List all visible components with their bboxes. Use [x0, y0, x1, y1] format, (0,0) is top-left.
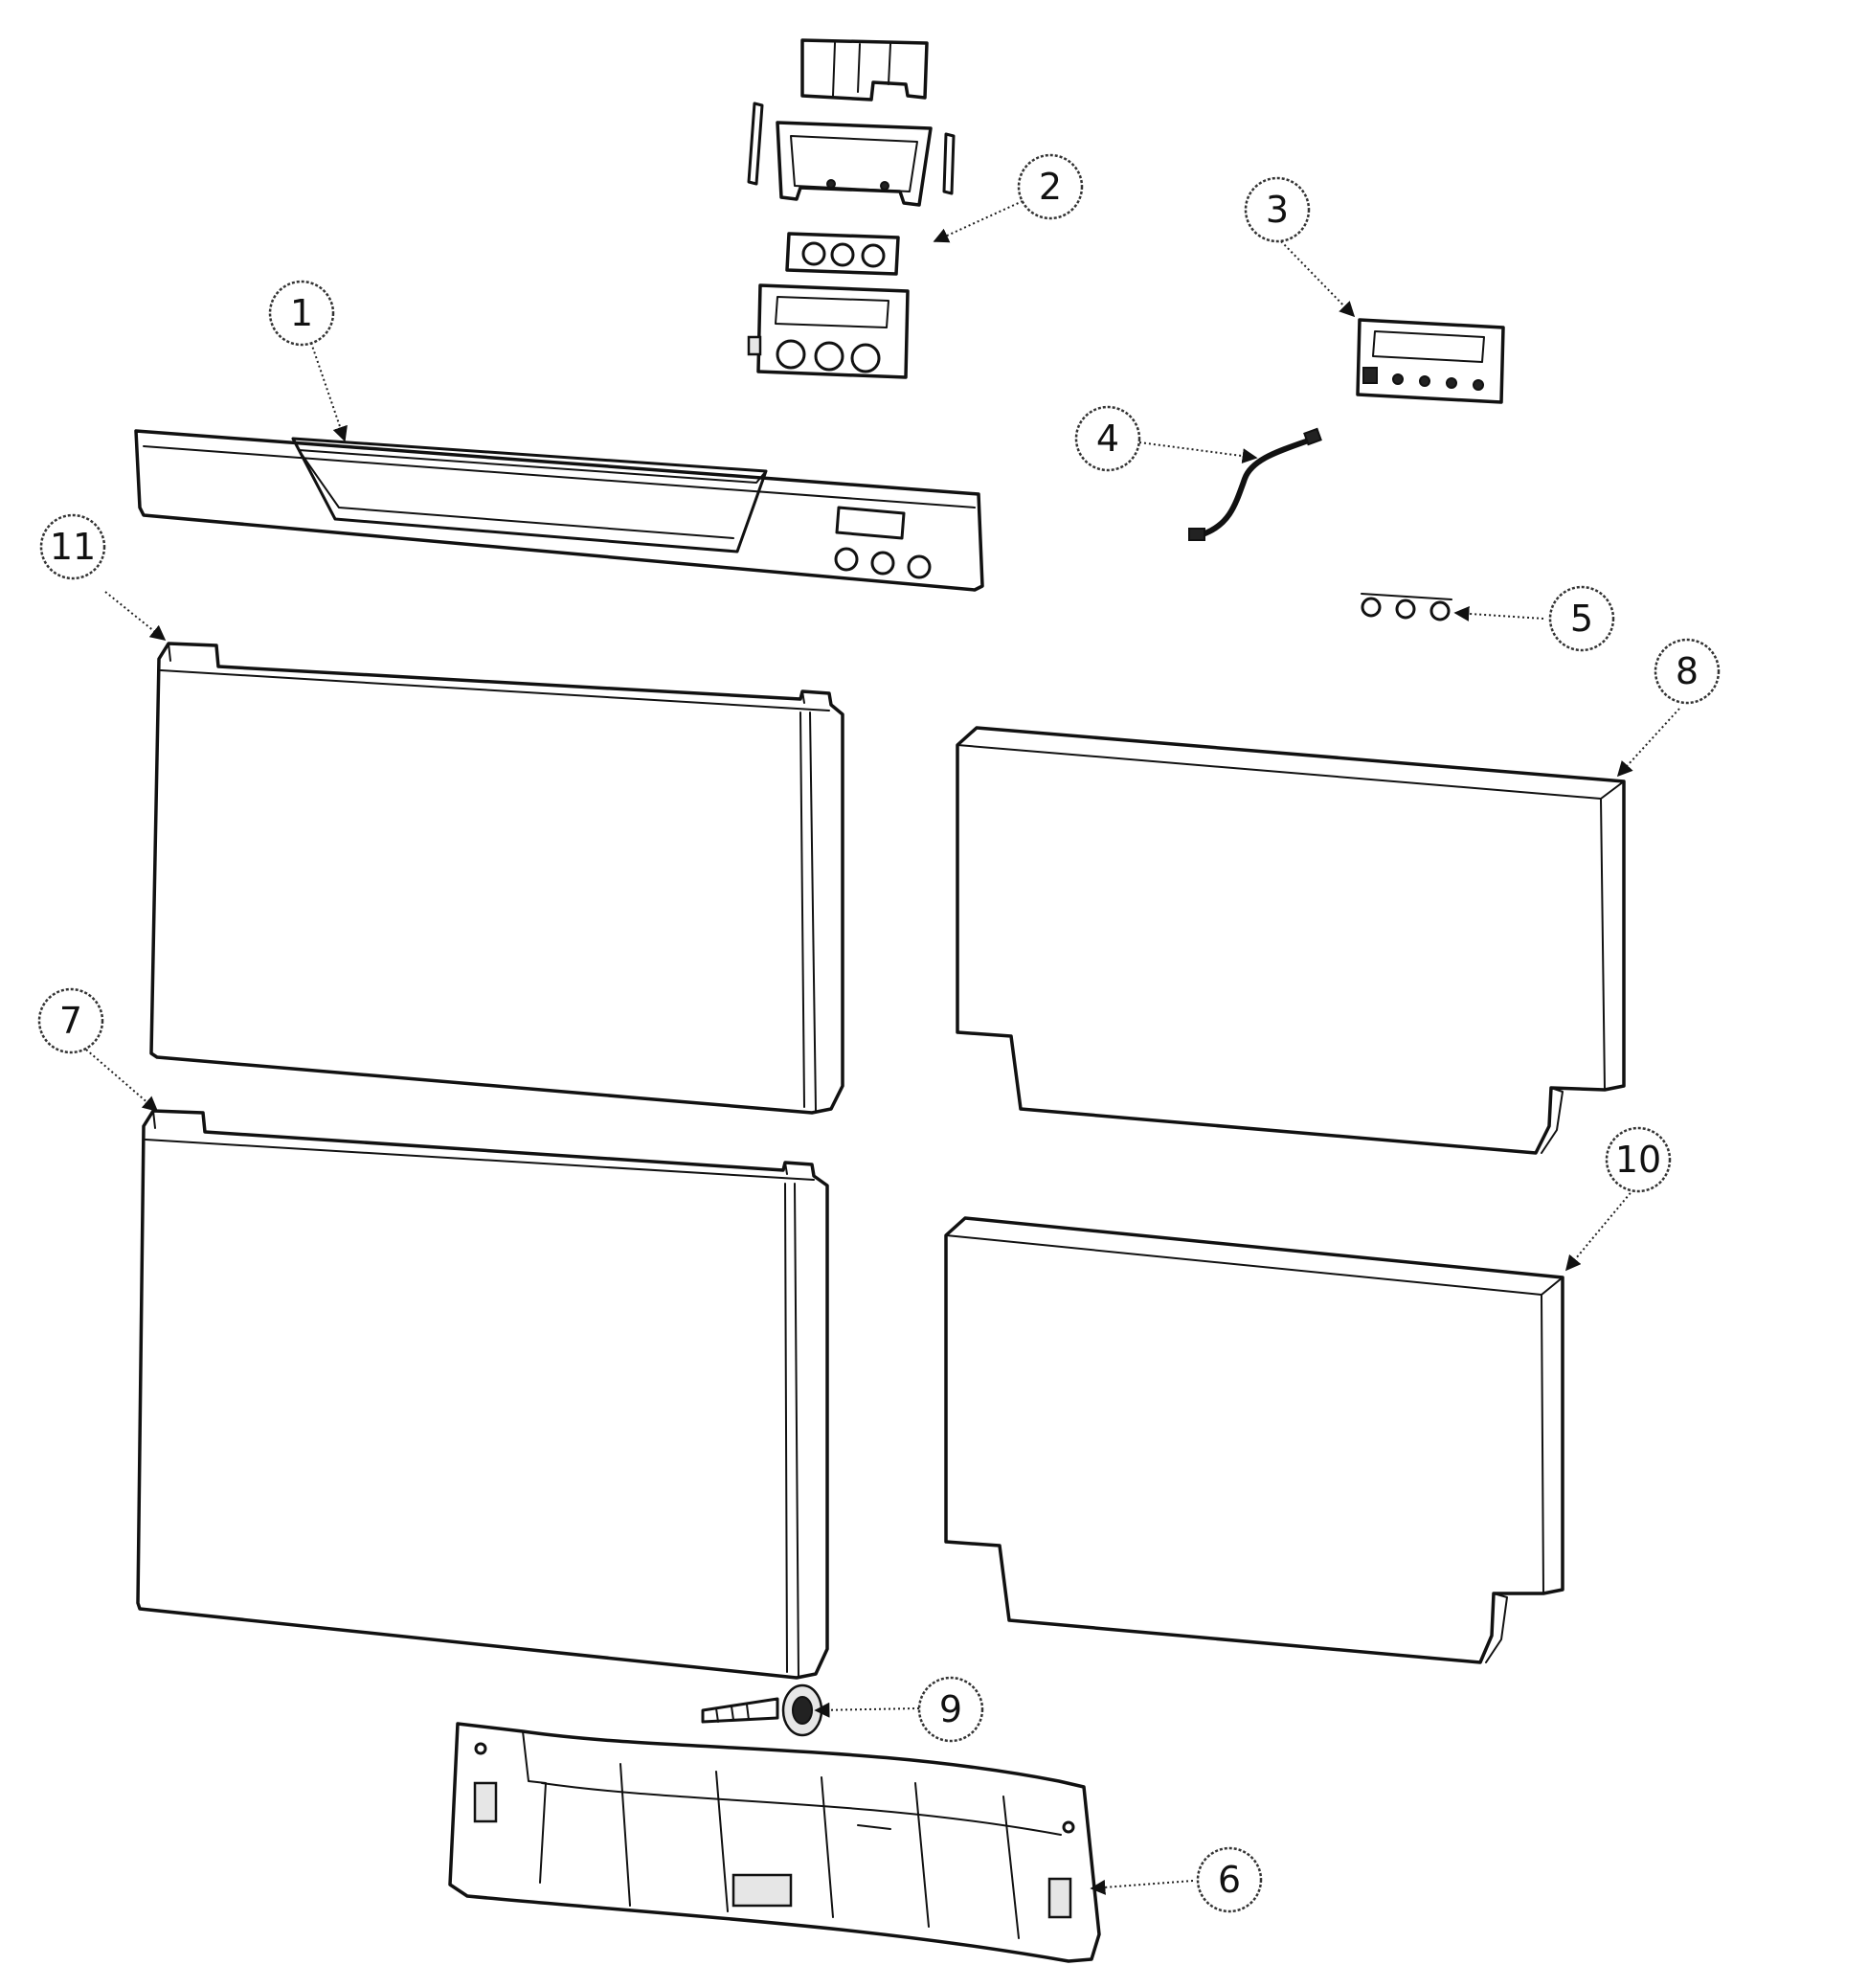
callout-11-label: 11: [50, 526, 96, 568]
part-2-control-housing-assembly: [747, 38, 956, 379]
callout-1: 1: [268, 280, 335, 347]
leader-lines: [85, 200, 1680, 1895]
callout-6-label: 6: [1218, 1859, 1241, 1901]
callout-10: 10: [1605, 1126, 1672, 1193]
part-9-fastener: [701, 1683, 823, 1737]
part-6-kick-plate: [448, 1722, 1101, 1963]
part-5-button-caps: [1361, 593, 1452, 621]
callout-2: 2: [1017, 153, 1084, 220]
callout-8-label: 8: [1676, 650, 1699, 692]
callout-4: 4: [1074, 405, 1141, 472]
callout-5-label: 5: [1570, 598, 1593, 640]
part-11-upper-drawer-front: [149, 642, 844, 1115]
callout-10-label: 10: [1615, 1139, 1661, 1181]
callout-7: 7: [37, 987, 104, 1054]
part-8-upper-insulation-panel: [956, 726, 1626, 1155]
callout-1-label: 1: [290, 292, 313, 334]
part-3-control-board: [1356, 318, 1505, 404]
callout-4-label: 4: [1096, 418, 1119, 460]
callout-3-label: 3: [1266, 189, 1289, 231]
callout-9-label: 9: [939, 1688, 962, 1730]
part-1-control-panel-trim: [134, 429, 984, 592]
part-4-wire-harness: [1188, 427, 1322, 541]
callout-3: 3: [1244, 176, 1311, 243]
callout-9: 9: [917, 1676, 984, 1743]
part-7-lower-drawer-front: [136, 1109, 829, 1680]
part-10-lower-insulation-panel: [944, 1216, 1564, 1664]
callout-5: 5: [1548, 585, 1615, 652]
callout-6: 6: [1196, 1846, 1263, 1913]
callout-8: 8: [1654, 638, 1721, 705]
callout-11: 11: [39, 513, 106, 580]
callout-2-label: 2: [1039, 166, 1062, 208]
callout-7-label: 7: [59, 1000, 82, 1042]
